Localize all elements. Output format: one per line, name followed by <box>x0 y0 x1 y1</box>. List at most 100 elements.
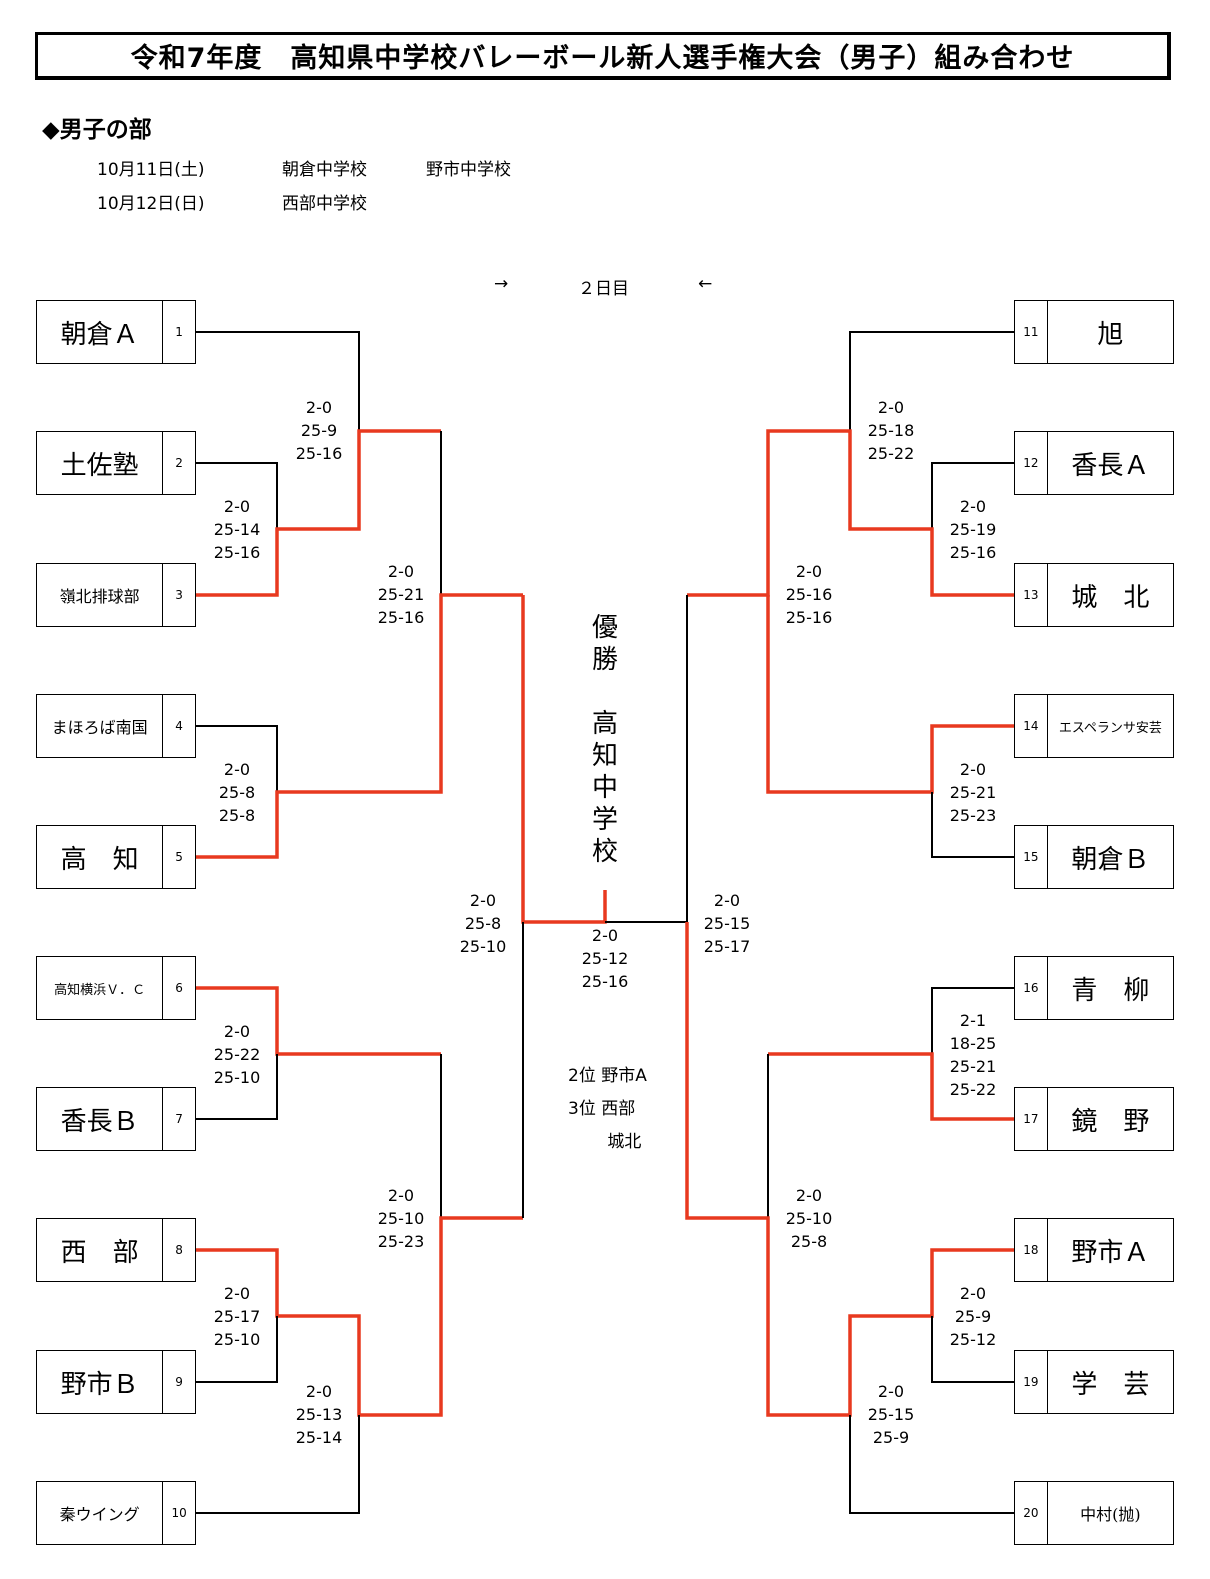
team-seed: 16 <box>1015 957 1048 1019</box>
team-seed: 1 <box>162 301 195 363</box>
score-line: 2-0 <box>959 1284 987 1303</box>
score-line: 18-25 <box>949 1034 997 1053</box>
team-box: 朝倉Ａ 1 <box>36 300 196 364</box>
team-seed: 2 <box>162 432 195 494</box>
team-name: 鏡 野 <box>1071 1106 1150 1137</box>
bracket-line <box>196 462 278 529</box>
score-line: 25-9 <box>300 421 338 440</box>
score-line: 25-10 <box>459 937 507 956</box>
bracket-line <box>196 725 278 792</box>
team-box: 野市Ｂ 9 <box>36 1350 196 1414</box>
team-name: 野市Ａ <box>1071 1237 1150 1268</box>
score-line: 25-16 <box>581 972 629 991</box>
winner-path-line <box>196 429 441 597</box>
score-line: 2-0 <box>959 760 987 779</box>
team-name: 香長Ｂ <box>60 1106 139 1137</box>
team-seed: 4 <box>162 695 195 757</box>
team-box: 西 部 8 <box>36 1218 196 1282</box>
page-title-text: 令和7年度 高知県中学校バレーボール新人選手権大会（男子）組み合わせ <box>130 43 1075 74</box>
bracket-line <box>931 987 1014 1054</box>
team-name: 嶺北排球部 <box>59 587 140 606</box>
score-line: 2-0 <box>959 497 987 516</box>
team-seed: 13 <box>1015 564 1048 626</box>
team-name: 西 部 <box>60 1237 139 1268</box>
score-line: 25-23 <box>949 806 997 825</box>
rank-place: 2位 <box>568 1066 596 1086</box>
team-seed: 10 <box>162 1482 195 1544</box>
score-line: 2-0 <box>223 1284 251 1303</box>
score-line: 25-22 <box>867 444 915 463</box>
score-line: 25-16 <box>295 444 343 463</box>
match-score: 2-0 25-10 25-8 <box>769 1184 849 1253</box>
score-line: 2-0 <box>223 1022 251 1041</box>
match-score: 2-0 25-22 25-10 <box>197 1020 277 1089</box>
team-name: 野市Ｂ <box>60 1369 139 1400</box>
team-name: 城 北 <box>1071 582 1150 613</box>
score-line: 2-0 <box>387 1186 415 1205</box>
team-name: 高知横浜Ｖ．Ｃ <box>54 982 146 998</box>
score-line: 25-22 <box>949 1080 997 1099</box>
rank-place: 3位 <box>568 1099 596 1119</box>
team-name: エスペランサ安芸 <box>1058 720 1162 736</box>
score-line: 25-10 <box>213 1068 261 1087</box>
score-line: 2-0 <box>305 398 333 417</box>
score-line: 2-0 <box>795 1186 823 1205</box>
score-line: 2-0 <box>795 562 823 581</box>
score-line: 25-22 <box>213 1045 261 1064</box>
team-name: 旭 <box>1097 319 1124 350</box>
champion-team: 高知中学校 <box>591 709 618 867</box>
rank-team: 西部 <box>601 1099 636 1119</box>
score-line: 25-10 <box>785 1209 833 1228</box>
team-name: 高 知 <box>60 844 139 875</box>
score-line: 25-9 <box>872 1428 910 1447</box>
rankings: 2位 野市A 3位 西部 城北 <box>568 1060 647 1159</box>
score-line: 25-16 <box>213 543 261 562</box>
score-line: 25-16 <box>949 543 997 562</box>
team-seed: 8 <box>162 1219 195 1281</box>
score-line: 25-14 <box>295 1428 343 1447</box>
score-line: 25-8 <box>218 783 256 802</box>
page-title: 令和7年度 高知県中学校バレーボール新人選手権大会（男子）組み合わせ <box>35 32 1171 80</box>
team-name: 朝倉Ａ <box>60 319 139 350</box>
team-seed: 3 <box>162 564 195 626</box>
score-line: 25-14 <box>213 520 261 539</box>
rank-3: 3位 西部 <box>568 1093 647 1126</box>
score-line: 25-8 <box>790 1232 828 1251</box>
score-line: 25-23 <box>377 1232 425 1251</box>
team-box: 嶺北排球部 3 <box>36 563 196 627</box>
team-name: 青 柳 <box>1071 975 1150 1006</box>
score-line: 2-0 <box>877 1382 905 1401</box>
score-line: 25-16 <box>785 608 833 627</box>
bracket-line <box>196 1415 360 1514</box>
bracket-line <box>849 1415 1014 1514</box>
team-box: 13 城 北 <box>1014 563 1174 627</box>
bracket-line <box>931 462 1014 529</box>
team-seed: 9 <box>162 1351 195 1413</box>
score-line: 25-16 <box>785 585 833 604</box>
arrow-right-icon: → <box>494 274 509 294</box>
score-line: 2-0 <box>223 497 251 516</box>
bracket-line <box>849 331 1014 431</box>
score-line: 2-0 <box>713 891 741 910</box>
team-box: 16 青 柳 <box>1014 956 1174 1020</box>
score-line: 25-17 <box>213 1307 261 1326</box>
rank-2: 2位 野市A <box>568 1060 647 1093</box>
day2-label: ２日目 <box>578 279 629 299</box>
score-line: 25-10 <box>213 1330 261 1349</box>
